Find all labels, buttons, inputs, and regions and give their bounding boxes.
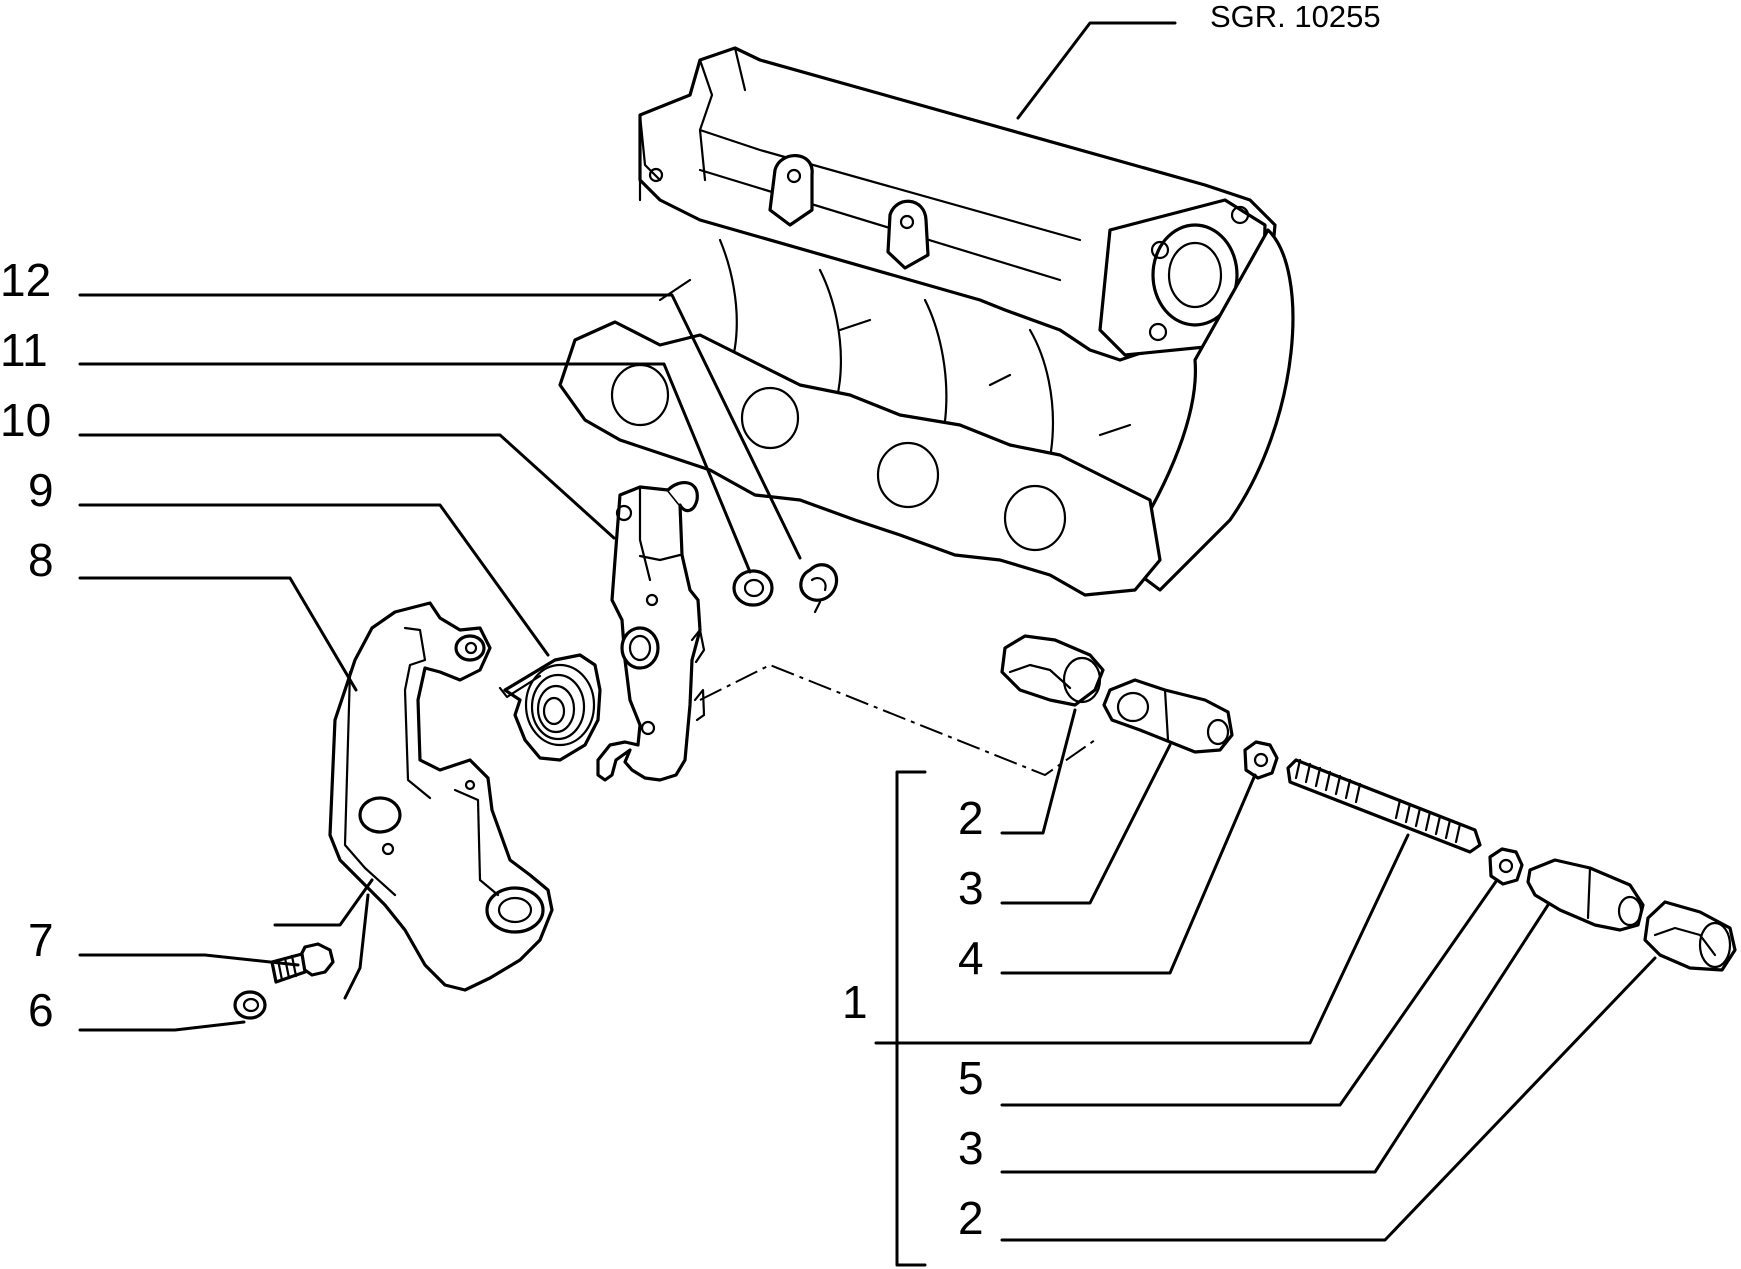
callout-2-lower: 2 <box>958 1192 984 1244</box>
part-4-nut <box>1243 740 1279 780</box>
part-11-washer <box>732 569 774 607</box>
part-4-nut-lower <box>1488 847 1524 886</box>
callout-3-lower: 3 <box>958 1122 984 1174</box>
callout-1: 1 <box>842 976 868 1028</box>
reference-leader <box>1016 21 1177 120</box>
part-2-ball-socket-lower <box>1643 900 1737 972</box>
part-7-screw <box>270 942 335 984</box>
callout-5: 5 <box>958 1052 984 1104</box>
part-3-sleeve-upper <box>1102 678 1234 754</box>
part-6-washer <box>233 990 267 1020</box>
callout-3-upper: 3 <box>958 862 984 914</box>
part-10-throttle-lever <box>596 481 706 782</box>
part-3-sleeve-lower <box>1526 858 1645 932</box>
callout-8: 8 <box>28 534 54 586</box>
part-9-coil-spring <box>498 653 602 762</box>
callout-12: 12 <box>0 254 51 306</box>
leader-lines <box>78 293 1657 1267</box>
callout-10: 10 <box>0 394 51 446</box>
callout-6: 6 <box>28 984 54 1036</box>
part-2-ball-socket-upper <box>1000 634 1105 707</box>
assembly-axis-line <box>699 663 1096 777</box>
callout-9: 9 <box>28 464 54 516</box>
part-5-threaded-rod <box>1286 758 1482 854</box>
callout-11: 11 <box>0 324 48 376</box>
intake-manifold <box>558 46 1295 597</box>
part-8-mounting-bracket <box>328 601 554 992</box>
callout-2-upper: 2 <box>958 792 984 844</box>
callout-7: 7 <box>28 914 54 966</box>
reference-code: SGR. 10255 <box>1210 0 1381 34</box>
callout-4: 4 <box>958 932 984 984</box>
part-12-circlip <box>799 563 839 614</box>
